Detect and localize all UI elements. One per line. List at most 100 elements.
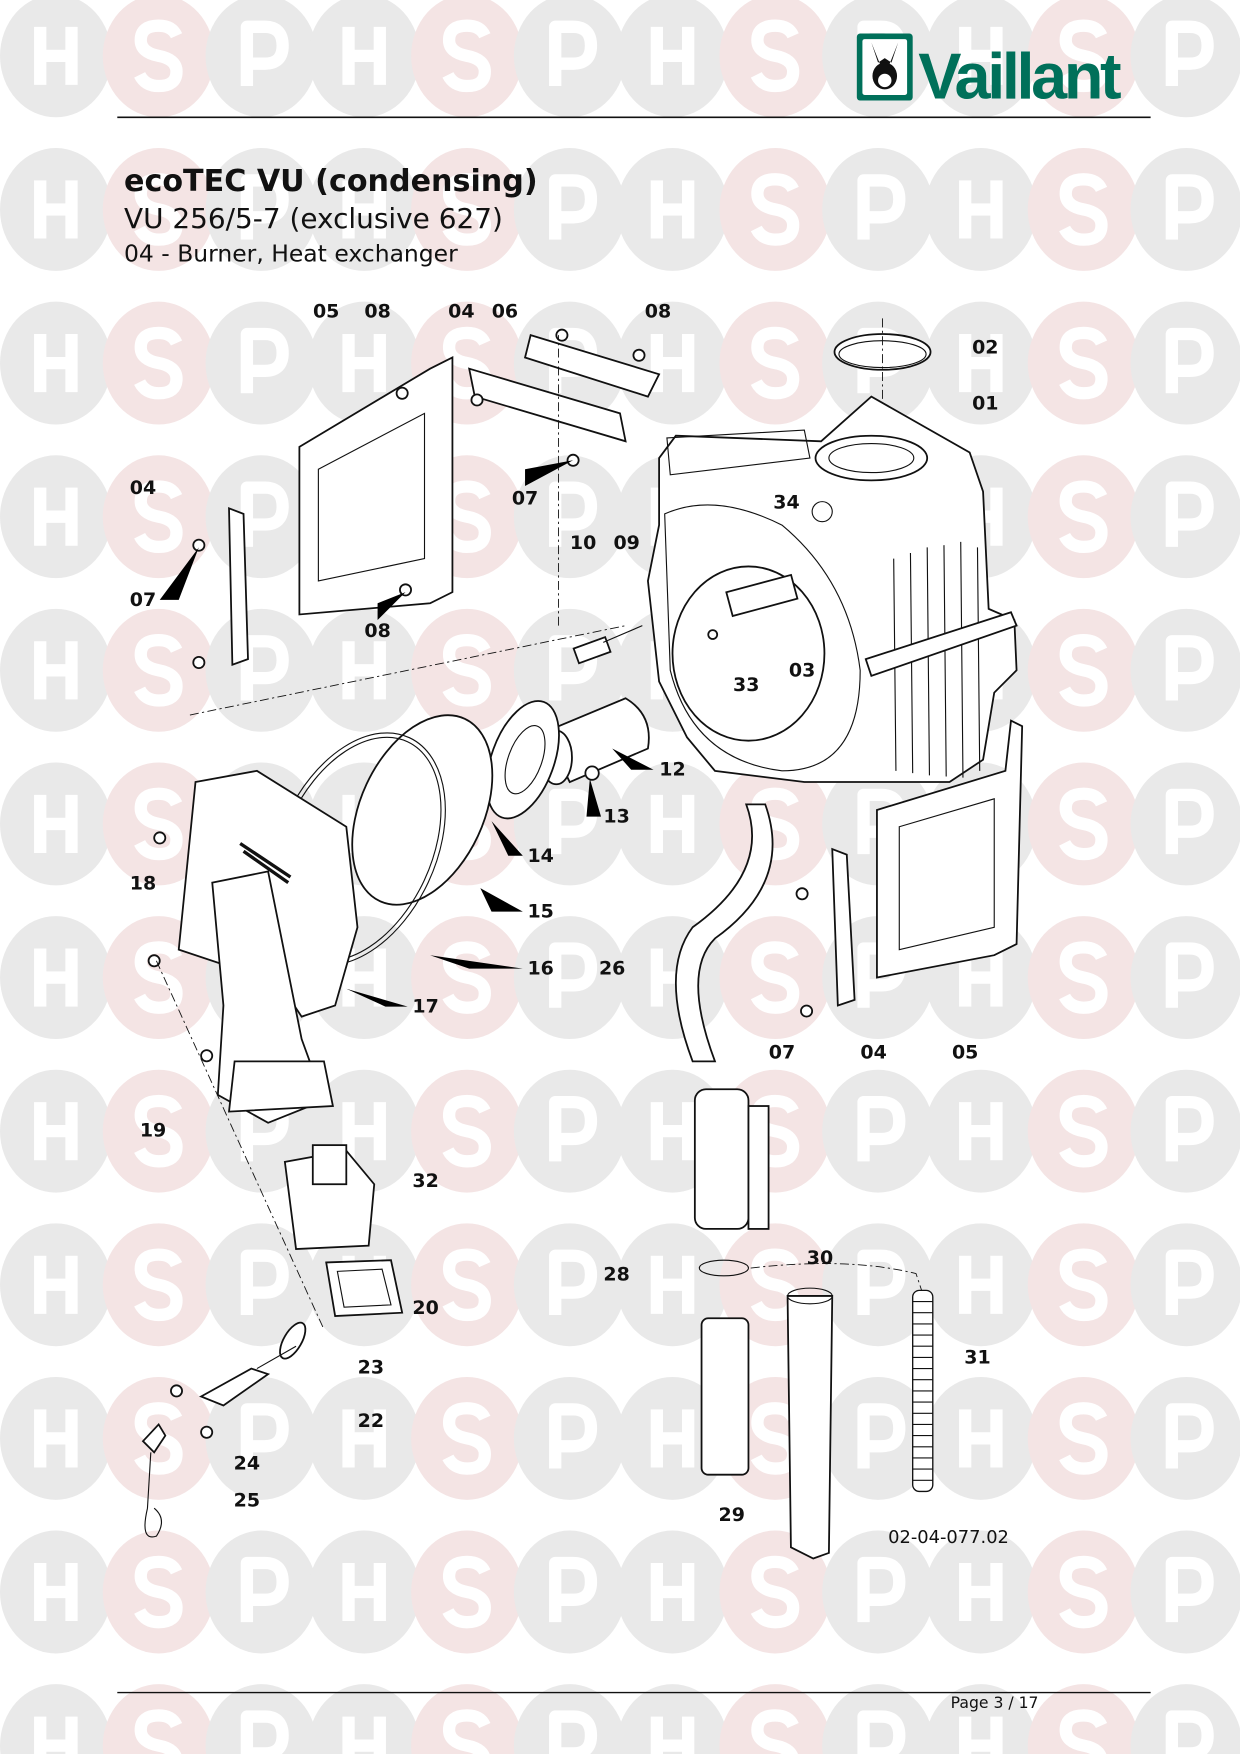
callout-03[interactable]: 03 bbox=[789, 659, 815, 681]
callout-30[interactable]: 30 bbox=[807, 1247, 833, 1269]
watermark-glyph-s bbox=[134, 326, 183, 400]
watermark-glyph-h bbox=[959, 1562, 1003, 1622]
callout-04[interactable]: 04 bbox=[860, 1041, 886, 1063]
watermark-circle bbox=[822, 1223, 934, 1347]
callout-13[interactable]: 13 bbox=[603, 806, 629, 828]
watermark-circle bbox=[924, 1684, 1037, 1754]
watermark-glyph-h bbox=[650, 1562, 695, 1622]
watermark-glyph-s bbox=[134, 787, 183, 861]
watermark-glyph-h bbox=[959, 180, 1003, 239]
callout-07[interactable]: 07 bbox=[130, 589, 156, 611]
watermark-glyph-h bbox=[650, 26, 695, 85]
part-04-plate-left bbox=[228, 507, 249, 666]
watermark-glyph-s bbox=[1059, 480, 1108, 554]
callout-08[interactable]: 08 bbox=[364, 301, 390, 323]
callout-08[interactable]: 08 bbox=[364, 620, 390, 642]
watermark-glyph-s bbox=[1059, 941, 1108, 1014]
watermark-glyph-p bbox=[1165, 1249, 1214, 1315]
callout-05[interactable]: 05 bbox=[313, 301, 339, 323]
callout-06[interactable]: 06 bbox=[492, 301, 518, 323]
watermark-glyph-p bbox=[240, 327, 289, 394]
part-30-o-ring bbox=[698, 1259, 750, 1277]
callout-28[interactable]: 28 bbox=[603, 1264, 629, 1286]
callout-31[interactable]: 31 bbox=[964, 1346, 990, 1368]
watermark-glyph-s bbox=[750, 787, 800, 861]
watermark-glyph-p bbox=[549, 635, 598, 701]
watermark-glyph-h bbox=[959, 334, 1003, 393]
callout-18[interactable]: 18 bbox=[130, 873, 156, 895]
watermark-circle bbox=[205, 148, 318, 271]
watermark-glyph-p bbox=[240, 1710, 289, 1754]
watermark-glyph-p bbox=[240, 1403, 289, 1469]
callout-24[interactable]: 24 bbox=[234, 1453, 260, 1475]
watermark-circle bbox=[205, 301, 318, 425]
callout-07[interactable]: 07 bbox=[769, 1041, 795, 1063]
watermark-glyph-p bbox=[1165, 1556, 1214, 1623]
watermark-circle bbox=[308, 1684, 421, 1754]
callout-17[interactable]: 17 bbox=[412, 996, 438, 1018]
watermark-glyph-s bbox=[750, 1248, 800, 1322]
page-number: Page 3 / 17 bbox=[951, 1693, 1039, 1712]
part-26-condensate-pipe bbox=[675, 803, 774, 1063]
callout-33[interactable]: 33 bbox=[733, 674, 759, 696]
callout-12[interactable]: 12 bbox=[659, 759, 685, 781]
watermark-glyph-p bbox=[1165, 327, 1214, 394]
callout-01[interactable]: 01 bbox=[972, 392, 998, 414]
part-14-burner-gasket bbox=[485, 700, 560, 820]
watermark-glyph-h bbox=[342, 1716, 386, 1754]
watermark-glyph-p bbox=[240, 1249, 289, 1315]
callout-34[interactable]: 34 bbox=[773, 492, 799, 514]
part-25-ignition-cable bbox=[141, 1422, 167, 1538]
watermark-glyph-s bbox=[1059, 1402, 1108, 1475]
watermark-circle bbox=[822, 1530, 934, 1654]
watermark-glyph-p bbox=[1165, 635, 1214, 701]
watermark-glyph-s bbox=[442, 19, 491, 93]
callout-22[interactable]: 22 bbox=[358, 1410, 384, 1432]
watermark-glyph-s bbox=[134, 1248, 183, 1322]
watermark-circle bbox=[513, 1376, 626, 1500]
callout-32[interactable]: 32 bbox=[412, 1170, 438, 1192]
part-22-ignition-electrode bbox=[199, 1345, 297, 1407]
watermark-glyph-s bbox=[134, 173, 183, 246]
callout-09[interactable]: 09 bbox=[613, 532, 639, 554]
watermark-glyph-h bbox=[342, 334, 386, 393]
watermark-circle bbox=[1130, 1376, 1240, 1500]
callout-02[interactable]: 02 bbox=[972, 336, 998, 358]
watermark-glyph-s bbox=[750, 173, 800, 246]
callout-23[interactable]: 23 bbox=[358, 1356, 384, 1378]
callout-14[interactable]: 14 bbox=[527, 845, 553, 867]
callout-29[interactable]: 29 bbox=[719, 1504, 745, 1526]
callout-25[interactable]: 25 bbox=[234, 1489, 260, 1511]
callout-26[interactable]: 26 bbox=[599, 958, 625, 980]
callout-04[interactable]: 04 bbox=[130, 477, 156, 499]
watermark-circle bbox=[205, 1530, 318, 1654]
watermark-glyph-s bbox=[750, 941, 800, 1014]
watermark-glyph-p bbox=[549, 174, 598, 240]
watermark-glyph-s bbox=[134, 634, 183, 707]
callout-16[interactable]: 16 bbox=[527, 958, 553, 980]
watermark-glyph-h bbox=[959, 26, 1003, 85]
watermark-glyph-h bbox=[34, 1562, 78, 1622]
watermark-glyph-h bbox=[650, 1716, 695, 1754]
callout-19[interactable]: 19 bbox=[140, 1120, 166, 1142]
watermark-glyph-p bbox=[1165, 481, 1214, 547]
watermark-glyph-s bbox=[750, 326, 800, 400]
watermark-glyph-s bbox=[1059, 787, 1108, 861]
watermark-glyph-s bbox=[1059, 173, 1108, 246]
callout-04[interactable]: 04 bbox=[448, 301, 474, 323]
part-20-gasket bbox=[325, 1259, 404, 1317]
watermark-glyph-h bbox=[34, 1255, 78, 1314]
callout-15[interactable]: 15 bbox=[527, 901, 553, 923]
watermark-glyph-s bbox=[442, 1402, 491, 1475]
watermark-circle bbox=[1130, 301, 1240, 425]
watermark-glyph-s bbox=[750, 19, 800, 93]
callout-07[interactable]: 07 bbox=[512, 487, 538, 509]
watermark-glyph-p bbox=[1165, 1403, 1214, 1469]
watermark-glyph-p bbox=[240, 20, 289, 87]
screws bbox=[147, 328, 814, 1439]
callout-10[interactable]: 10 bbox=[570, 532, 596, 554]
callout-05[interactable]: 05 bbox=[952, 1041, 978, 1063]
callout-08[interactable]: 08 bbox=[645, 301, 671, 323]
callout-20[interactable]: 20 bbox=[412, 1297, 438, 1319]
watermark-circle bbox=[1130, 762, 1240, 886]
